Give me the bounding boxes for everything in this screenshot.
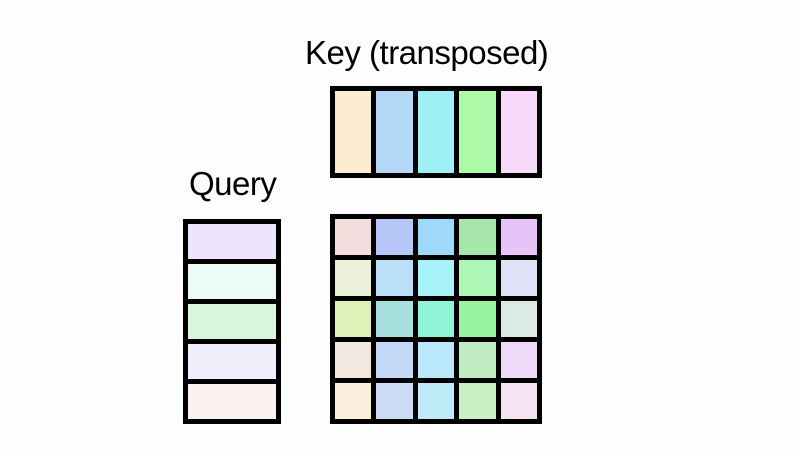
product-cell-r1-c5 — [500, 219, 537, 255]
product-cell-r5-c2 — [376, 383, 413, 419]
product-cell-r2-c4 — [459, 260, 496, 296]
product-cell-r4-c1 — [335, 342, 372, 378]
query-cell-4 — [188, 344, 276, 379]
key-cell-3 — [417, 91, 455, 173]
product-cell-r1-c2 — [376, 219, 413, 255]
key-cell-5 — [500, 91, 537, 173]
key-cell-4 — [459, 91, 496, 173]
query-matrix — [183, 219, 281, 424]
query-cell-1 — [188, 224, 276, 259]
product-cell-r5-c1 — [335, 383, 372, 419]
product-cell-r3-c2 — [376, 301, 413, 337]
product-cell-r1-c3 — [417, 219, 455, 255]
product-cell-r1-c1 — [335, 219, 372, 255]
product-cell-r5-c3 — [417, 383, 455, 419]
product-cell-r2-c1 — [335, 260, 372, 296]
product-cell-r4-c3 — [417, 342, 455, 378]
product-cell-r4-c4 — [459, 342, 496, 378]
product-cell-r1-c4 — [459, 219, 496, 255]
product-cell-r3-c1 — [335, 301, 372, 337]
product-cell-r2-c3 — [417, 260, 455, 296]
key-cell-1 — [335, 91, 372, 173]
product-cell-r2-c5 — [500, 260, 537, 296]
query-cell-2 — [188, 264, 276, 299]
product-cell-r5-c5 — [500, 383, 537, 419]
product-cell-r3-c4 — [459, 301, 496, 337]
product-cell-r4-c5 — [500, 342, 537, 378]
product-cell-r4-c2 — [376, 342, 413, 378]
query-cell-5 — [188, 384, 276, 419]
product-cell-r5-c4 — [459, 383, 496, 419]
product-matrix — [330, 214, 542, 424]
key-cell-2 — [376, 91, 413, 173]
key-matrix-label: Key (transposed) — [305, 34, 549, 71]
query-matrix-label: Query — [189, 165, 277, 202]
query-cell-3 — [188, 304, 276, 339]
product-cell-r2-c2 — [376, 260, 413, 296]
product-cell-r3-c3 — [417, 301, 455, 337]
product-cell-r3-c5 — [500, 301, 537, 337]
key-matrix — [330, 86, 542, 178]
